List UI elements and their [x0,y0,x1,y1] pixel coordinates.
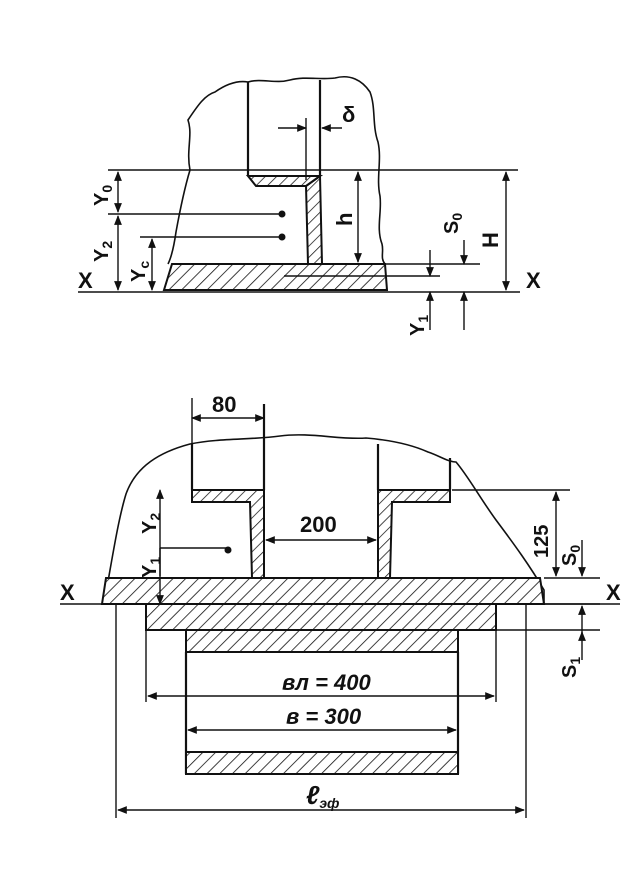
bottom-s0-label: S0 [559,545,583,566]
top-web-profile [304,174,324,265]
bottom-x-left-label: X [60,580,75,605]
top-break-outline-left [167,169,191,265]
top-break-outline [187,76,386,265]
top-x-right-label: X [526,268,541,293]
bottom-main-plate [100,577,546,605]
bottom-bl-label: вл = 400 [282,670,372,695]
top-y1-label: Y1 [407,315,431,336]
top-section-figure: δ Y0 Y2 Yc h H S0 Y1 X X [78,76,541,336]
top-y0-label: Y0 [91,185,115,206]
top-y2-label: Y2 [91,241,115,262]
bottom-125-label: 125 [531,525,553,558]
bottom-s1-label: S1 [559,657,583,678]
bottom-flange-bottom [185,751,459,775]
top-base-plate [162,263,389,291]
bottom-leff-label: ℓэф [306,780,339,811]
bottom-section-figure: 80 200 Y2 Y1 125 S0 S1 X X вл = 400 в = … [60,392,621,818]
bottom-200-label: 200 [300,512,337,537]
top-flange-profile [245,175,324,187]
bottom-x-right-label: X [606,580,621,605]
bottom-strip-wide [145,603,497,631]
bottom-80-label: 80 [212,392,236,417]
bottom-strip-narrow [185,629,459,653]
bottom-left-stiffener [191,489,265,579]
top-H-label: H [478,232,503,248]
bottom-b-label: в = 300 [286,704,362,729]
top-x-left-label: X [78,268,93,293]
top-yc-label: Yc [128,261,152,282]
bottom-break-outline [103,434,545,605]
bottom-right-stiffener [377,489,451,579]
bottom-y2-label: Y2 [139,513,163,534]
top-delta-label: δ [342,102,355,127]
top-s0-label: S0 [441,213,465,234]
top-h-label: h [332,213,357,226]
bottom-y1-label: Y1 [139,557,163,578]
